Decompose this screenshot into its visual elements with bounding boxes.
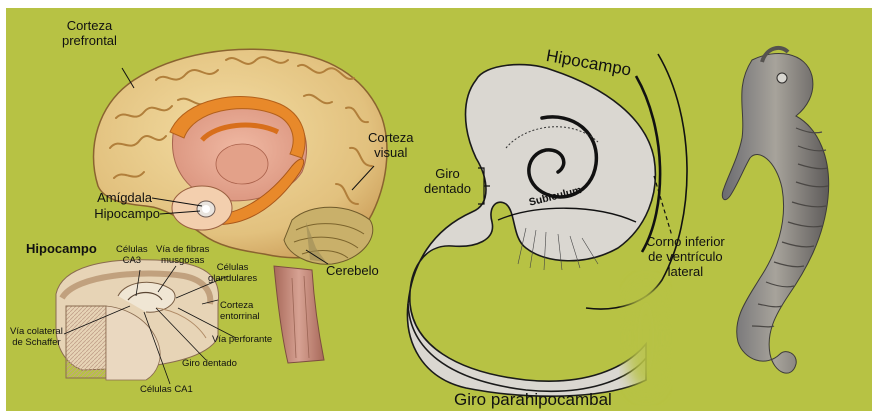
label-cerebellum: Cerebelo <box>326 263 379 278</box>
label-entorhinal-cortex: Corteza entorrinal <box>220 300 260 322</box>
label-ca1-cells: Células CA1 <box>140 384 193 395</box>
label-dentate-gyrus-inset: Giro dentado <box>182 358 237 369</box>
hippocampus-section-drawing <box>407 54 687 400</box>
label-ca3-cells: Células CA3 <box>116 244 148 266</box>
label-hippocampus-brain: Hipocampo <box>80 206 160 221</box>
section-body <box>407 65 655 397</box>
brain-stem <box>274 266 324 363</box>
label-inferior-horn: Corno inferior de ventrículo lateral <box>646 234 725 279</box>
cerebellum-structure <box>284 207 373 264</box>
label-parahippocampal-gyrus: Giro parahipocambal <box>454 390 612 409</box>
inset-title: Hipocampo <box>26 241 97 256</box>
figure-canvas: Corteza prefrontal Corteza visual Amígda… <box>6 8 872 411</box>
label-perforant-path: Vía perforante <box>212 334 272 345</box>
label-visual-cortex: Corteza visual <box>368 130 414 160</box>
label-dentate-gyrus-section: Giro dentado <box>424 166 471 196</box>
seahorse-photo <box>722 48 828 373</box>
label-granule-cells: Células glandulares <box>208 262 257 284</box>
label-mossy-fibers: Vía de fibras musgosas <box>156 244 209 266</box>
label-schaffer-collateral: Vía colateral de Schaffer <box>10 326 63 348</box>
label-prefrontal-cortex: Corteza prefrontal <box>62 18 117 48</box>
label-amygdala: Amígdala <box>84 190 152 205</box>
